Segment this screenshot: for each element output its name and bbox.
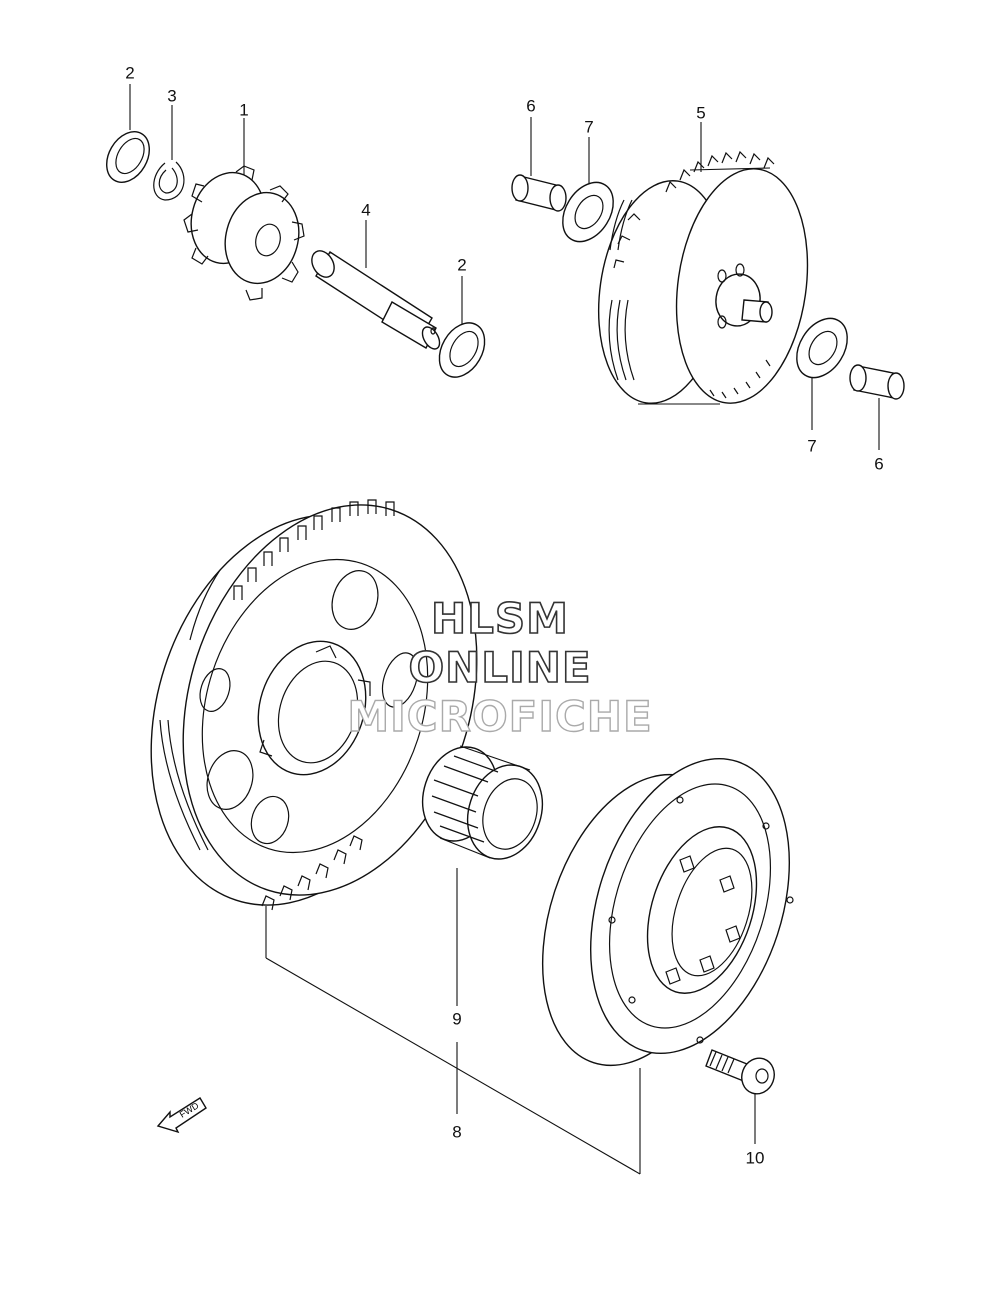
washer-2-bottom [430, 315, 494, 385]
callout-9: 9 [452, 1009, 462, 1029]
washer-7-bottom [786, 309, 857, 387]
callout-3: 3 [167, 86, 177, 106]
watermark-line-1: HLSM [430, 593, 569, 644]
shaft-4 [307, 247, 443, 352]
callout-4: 4 [361, 200, 371, 220]
fwd-arrow-icon: FWD [158, 1098, 206, 1132]
bushing-6-bottom [850, 365, 904, 399]
callout-10: 10 [745, 1148, 765, 1168]
washer-2-top [98, 124, 158, 190]
leader-8 [266, 906, 640, 1174]
callout-1: 1 [239, 100, 249, 120]
watermark-line-2: ONLINE [408, 642, 592, 693]
callout-8: 8 [452, 1122, 462, 1142]
one-way-clutch [508, 733, 824, 1090]
callout-7: 7 [584, 117, 594, 137]
callout-2: 2 [125, 63, 135, 83]
idle-gear-5 [585, 152, 822, 412]
watermark-line-3: MICROFICHE [347, 691, 653, 741]
gear-1 [181, 164, 308, 300]
callout-5: 5 [696, 103, 706, 123]
starter-clutch-gear-8 [103, 467, 525, 944]
washer-7-top [552, 173, 623, 251]
bushing-6-top [512, 175, 566, 211]
circlip-3 [154, 162, 184, 200]
callout-7: 7 [807, 436, 817, 456]
needle-bearing-9 [411, 737, 554, 869]
callout-6: 6 [526, 96, 536, 116]
bolt-10 [706, 1050, 779, 1098]
callout-2: 2 [457, 255, 467, 275]
callout-6: 6 [874, 454, 884, 474]
